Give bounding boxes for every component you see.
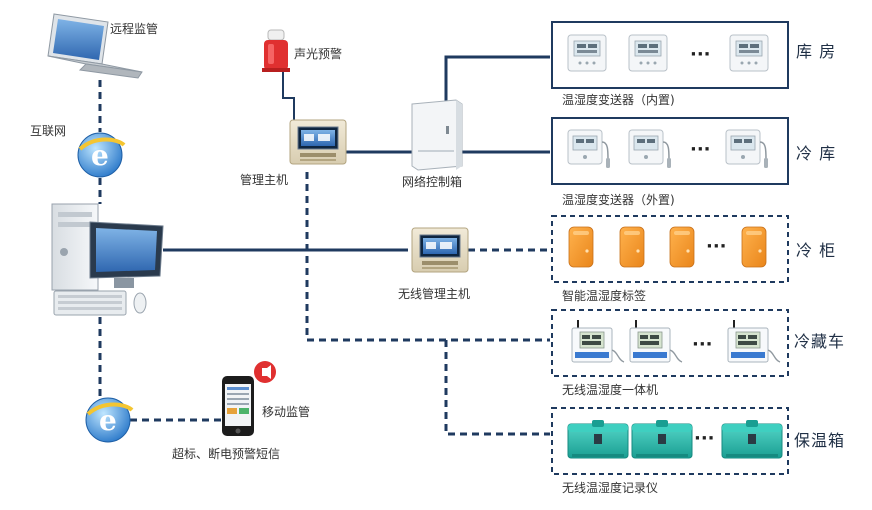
mobile-monitor-label: 移动监管 [262, 404, 310, 419]
smartphone-icon [222, 376, 254, 436]
control-box-label: 网络控制箱 [402, 174, 462, 189]
sms-alert-label: 超标、断电预警短信 [172, 446, 280, 461]
internet-label: 互联网 [30, 124, 66, 138]
group-warehouse: ··· 库 房 温湿度变送器（内置) [551, 21, 836, 107]
group-caption: 温湿度变送器（内置) [562, 92, 675, 107]
sensor-device [628, 34, 668, 72]
sensor-device [729, 34, 769, 72]
alert-bubble-icon [254, 361, 276, 383]
group-title: 冷 库 [796, 144, 836, 163]
ie-globe-icon: e [77, 132, 126, 178]
sensor-device [568, 226, 594, 268]
laptop-icon [47, 13, 143, 79]
connections [98, 55, 550, 436]
group-title: 冷藏车 [794, 332, 845, 351]
link-host-vehicle [305, 172, 550, 342]
group-caption: 无线温湿度记录仪 [562, 480, 658, 495]
group-caption: 无线温湿度一体机 [562, 382, 658, 397]
group-cold-storage: ··· 冷 库 温湿度变送器（外置) [551, 117, 836, 207]
link-to-cooler [444, 340, 550, 436]
sensor-device [567, 419, 629, 459]
wireless-host-label: 无线管理主机 [398, 286, 470, 301]
control-cabinet-icon [411, 99, 463, 171]
group-caption: 智能温湿度标签 [562, 288, 646, 303]
ellipsis: ··· [692, 334, 713, 355]
panel-host-icon [289, 119, 347, 165]
ie-globe-icon: e [85, 397, 134, 443]
group-cooler-box: ··· 保温箱 无线温湿度记录仪 [551, 407, 845, 495]
alarm-label: 声光预警 [294, 46, 342, 61]
group-caption: 温湿度变送器（外置) [562, 192, 675, 207]
group-vehicle: ··· 冷藏车 无线温湿度一体机 [551, 309, 845, 397]
group-freezer: ··· 冷 柜 智能温湿度标签 [551, 215, 836, 303]
sensor-device [741, 226, 767, 268]
host-label: 管理主机 [240, 172, 288, 187]
sensor-device [631, 419, 693, 459]
svg-text:e: e [99, 404, 117, 437]
group-title: 库 房 [796, 42, 836, 61]
sensor-device [669, 226, 695, 268]
sensor-device [619, 226, 645, 268]
sensor-device [567, 34, 607, 72]
ellipsis: ··· [706, 236, 727, 257]
ellipsis: ··· [690, 139, 711, 160]
siren-icon [262, 29, 290, 72]
group-title: 冷 柜 [796, 241, 836, 260]
link-controlbox-warehouse [444, 55, 550, 104]
remote-monitor-label: 远程监管 [110, 21, 158, 36]
panel-host-icon [411, 227, 469, 273]
svg-text:e: e [91, 139, 109, 172]
desktop-computer-icon [51, 203, 164, 316]
group-title: 保温箱 [794, 431, 845, 450]
sensor-device [721, 419, 783, 459]
ellipsis: ··· [694, 428, 715, 449]
ellipsis: ··· [690, 44, 711, 65]
link-alarm-host [282, 70, 295, 120]
